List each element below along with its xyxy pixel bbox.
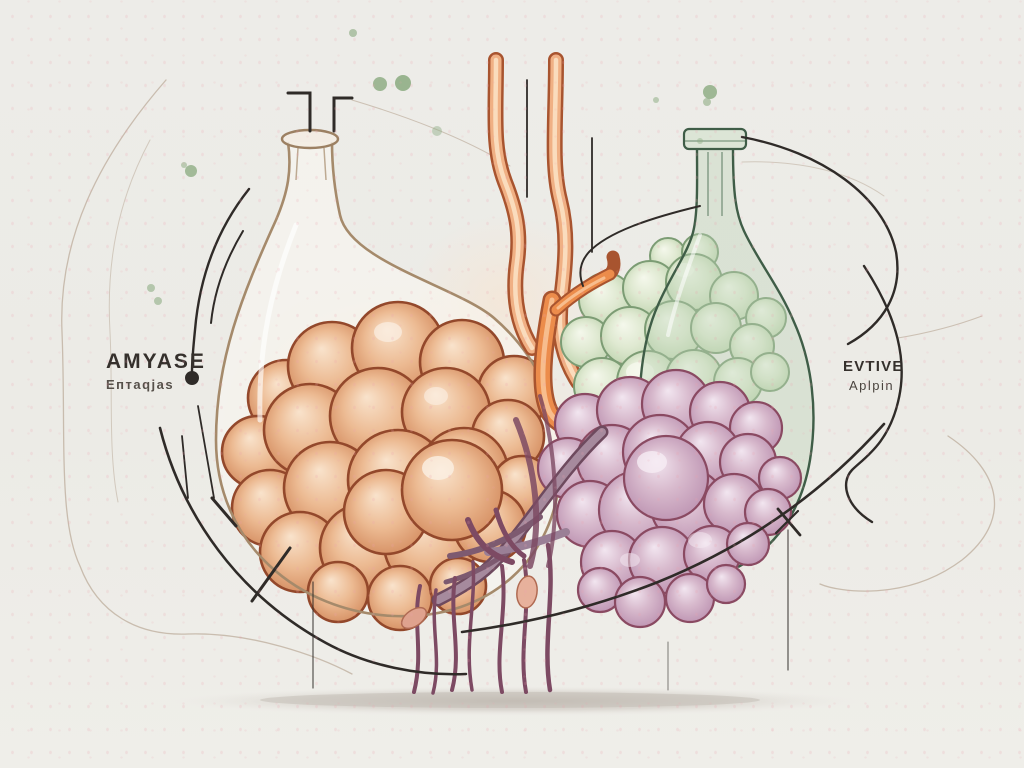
esophagus-tube-left (487, 52, 540, 356)
green-dots (147, 29, 717, 305)
flask-glass-highlight (257, 222, 299, 423)
purple-highlights (620, 451, 712, 567)
label-left-title: AMYASE (106, 350, 206, 373)
label-right-title: EVTIVE (843, 358, 904, 375)
label-right-subtitle: Aplpin (849, 378, 895, 393)
floor-shadow (171, 686, 861, 716)
leader-curve-right (844, 264, 903, 524)
purple-acinar-cluster (536, 368, 803, 629)
bottle-lip (682, 127, 748, 151)
label-right-annotation: EVTIVE Aplpin (843, 359, 904, 392)
leader-line-left (190, 187, 251, 373)
label-left-subtitle: Eптаqјаs (106, 377, 175, 392)
orange-acinar-cluster (220, 300, 554, 632)
flask-bracket-left (286, 91, 312, 133)
orange-highlights (374, 322, 454, 480)
bottle-highlight (666, 233, 702, 337)
leader-dot (185, 371, 199, 385)
flask-rim (280, 128, 340, 150)
blood-vessels (400, 394, 609, 695)
bottle-neck-inner (707, 152, 723, 216)
left-flask-outline (214, 141, 562, 618)
flask-bracket-right (332, 96, 354, 133)
ink-lines (158, 79, 903, 691)
label-left-annotation: AMYASE Eптаqјаs (106, 351, 206, 391)
